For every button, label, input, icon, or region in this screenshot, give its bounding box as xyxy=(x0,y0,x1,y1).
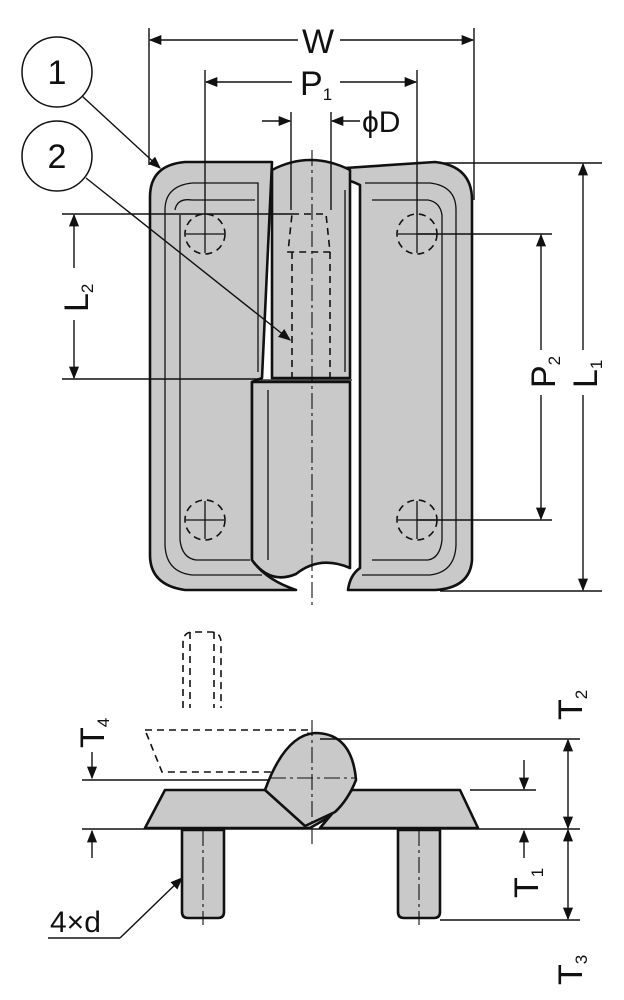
dimension-t2: T2 xyxy=(320,690,591,830)
svg-text:T3: T3 xyxy=(552,955,591,985)
svg-text:P1: P1 xyxy=(300,65,332,104)
svg-text:T2: T2 xyxy=(552,690,591,720)
dimension-l2: L2 xyxy=(58,213,292,380)
label-phid: ϕD xyxy=(362,106,400,139)
label-t3: T xyxy=(552,964,590,985)
knuckle-lower xyxy=(250,380,352,579)
svg-text:L2: L2 xyxy=(58,284,97,312)
dimension-p2: P2 xyxy=(418,233,564,521)
hole-bottom-left xyxy=(184,499,226,541)
label-t4: T xyxy=(74,727,112,748)
label-l1: L xyxy=(567,369,605,388)
svg-text:P2: P2 xyxy=(525,356,564,388)
label-l2: L xyxy=(58,293,96,312)
label-p2: P xyxy=(525,365,563,388)
dimension-phid: ϕD xyxy=(262,106,400,210)
svg-text:2: 2 xyxy=(48,138,67,176)
dimension-t3: T3 xyxy=(440,828,591,985)
label-w: W xyxy=(302,23,334,61)
dimension-l1: L1 xyxy=(440,162,606,592)
dimension-bolt: 4×d xyxy=(48,877,183,939)
callout-2: 2 xyxy=(21,120,291,341)
top-view: W P1 ϕD L1 xyxy=(21,23,606,608)
callout-1: 1 xyxy=(21,36,161,169)
side-knuckle xyxy=(263,731,358,828)
dimension-t1: T1 xyxy=(470,760,547,898)
knuckle-upper xyxy=(270,158,352,380)
dimension-w: W xyxy=(148,23,475,200)
side-view: T4 T2 T1 T3 4×d xyxy=(48,631,591,985)
label-t1: T xyxy=(508,877,546,898)
svg-text:T4: T4 xyxy=(74,718,113,748)
svg-text:T1: T1 xyxy=(508,868,547,898)
dimension-t4: T4 xyxy=(74,718,113,858)
label-t2: T xyxy=(552,699,590,720)
svg-text:L1: L1 xyxy=(567,360,606,388)
bolt-right xyxy=(396,828,442,925)
dimension-p1: P1 xyxy=(204,65,418,215)
bolt-left xyxy=(180,828,226,925)
svg-text:1: 1 xyxy=(48,54,67,92)
hole-top-left xyxy=(184,213,226,255)
label-p1: P xyxy=(300,65,323,103)
label-4xd: 4×d xyxy=(50,906,101,939)
